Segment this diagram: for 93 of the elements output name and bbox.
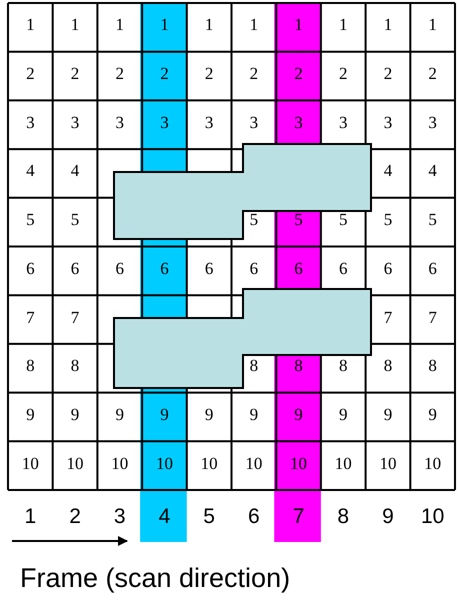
row-number: 1 [338, 15, 348, 36]
row-number: 8 [338, 356, 348, 376]
row-number: 9 [248, 404, 260, 425]
frame-number: 4 [158, 505, 172, 529]
row-number: 10 [110, 454, 130, 474]
row-number: 8 [25, 356, 36, 376]
row-number: 2 [293, 64, 304, 84]
row-number: 6 [204, 258, 214, 279]
row-number: 5 [338, 210, 348, 230]
row-number: 9 [293, 404, 304, 425]
row-number: 5 [25, 210, 36, 230]
row-number: 6 [114, 258, 125, 279]
row-number: 1 [248, 15, 260, 36]
row-number: 5 [70, 210, 80, 230]
row-number: 1 [114, 15, 125, 36]
row-number: 3 [382, 112, 394, 133]
row-number: 6 [427, 258, 438, 279]
row-number: 9 [204, 404, 214, 425]
row-number: 3 [248, 112, 260, 133]
row-number: 8 [70, 356, 80, 376]
row-number: 2 [70, 64, 80, 84]
row-number: 8 [427, 356, 438, 376]
row-number: 10 [289, 454, 308, 474]
row-number: 10 [20, 454, 40, 474]
row-number: 10 [244, 454, 264, 474]
row-number: 9 [114, 404, 125, 425]
row-number: 1 [70, 15, 80, 36]
row-number: 2 [248, 64, 260, 84]
row-number: 2 [204, 64, 214, 84]
frame-number: 1 [24, 505, 38, 529]
row-number: 7 [25, 308, 36, 328]
row-number: 2 [338, 64, 348, 84]
row-number: 2 [114, 64, 125, 84]
row-number: 6 [25, 258, 36, 279]
row-number: 6 [248, 258, 260, 279]
row-number: 6 [70, 258, 80, 279]
row-number: 4 [382, 161, 394, 182]
row-number: 5 [248, 210, 260, 230]
row-number: 10 [200, 454, 219, 474]
row-number: 2 [382, 64, 394, 84]
row-number: 9 [427, 404, 438, 425]
row-number: 6 [293, 258, 304, 279]
row-number: 10 [66, 454, 85, 474]
row-number: 8 [293, 356, 304, 376]
row-number: 6 [382, 258, 394, 279]
frame-number: 10 [420, 505, 446, 529]
row-number: 1 [293, 15, 304, 36]
row-number: 9 [70, 404, 80, 425]
row-number: 5 [382, 210, 394, 230]
row-number: 4 [25, 161, 36, 182]
row-number: 10 [334, 454, 353, 474]
row-number: 9 [25, 404, 36, 425]
row-number: 1 [159, 15, 170, 36]
row-number: 1 [204, 15, 214, 36]
row-number: 8 [248, 356, 260, 376]
row-number: 8 [382, 356, 394, 376]
row-number: 3 [114, 112, 125, 133]
row-number: 4 [70, 161, 80, 182]
row-number: 10 [423, 454, 442, 474]
row-number: 5 [293, 210, 304, 230]
frame-number: 5 [202, 505, 216, 529]
row-number: 9 [382, 404, 394, 425]
row-number: 2 [25, 64, 36, 84]
row-number: 1 [427, 15, 438, 36]
row-number: 3 [338, 112, 348, 133]
frame-number: 3 [112, 505, 127, 529]
row-number: 10 [378, 454, 398, 474]
row-number: 3 [25, 112, 36, 133]
row-number: 1 [382, 15, 394, 36]
row-number: 10 [154, 454, 174, 474]
row-number: 6 [338, 258, 348, 279]
frame-number: 6 [247, 505, 261, 529]
row-number: 3 [70, 112, 80, 133]
row-number: 3 [427, 112, 438, 133]
row-number: 1 [25, 15, 36, 36]
row-number: 6 [159, 258, 170, 279]
row-number: 7 [70, 308, 80, 328]
row-number: 2 [159, 64, 170, 84]
frame-number: 8 [336, 505, 350, 529]
row-number: 3 [204, 112, 214, 133]
frame-number: 9 [381, 505, 395, 529]
frame-number: 7 [292, 505, 306, 529]
row-number: 3 [293, 112, 304, 133]
row-number: 9 [159, 404, 170, 425]
row-number: 5 [427, 210, 438, 230]
row-number: 3 [159, 112, 170, 133]
caption: Frame (scan direction) [20, 562, 290, 594]
row-number: 2 [427, 64, 438, 84]
frame-number: 2 [68, 505, 82, 529]
row-number: 7 [382, 308, 394, 328]
row-number: 9 [338, 404, 348, 425]
row-number: 7 [427, 308, 438, 328]
row-number: 4 [427, 161, 438, 182]
